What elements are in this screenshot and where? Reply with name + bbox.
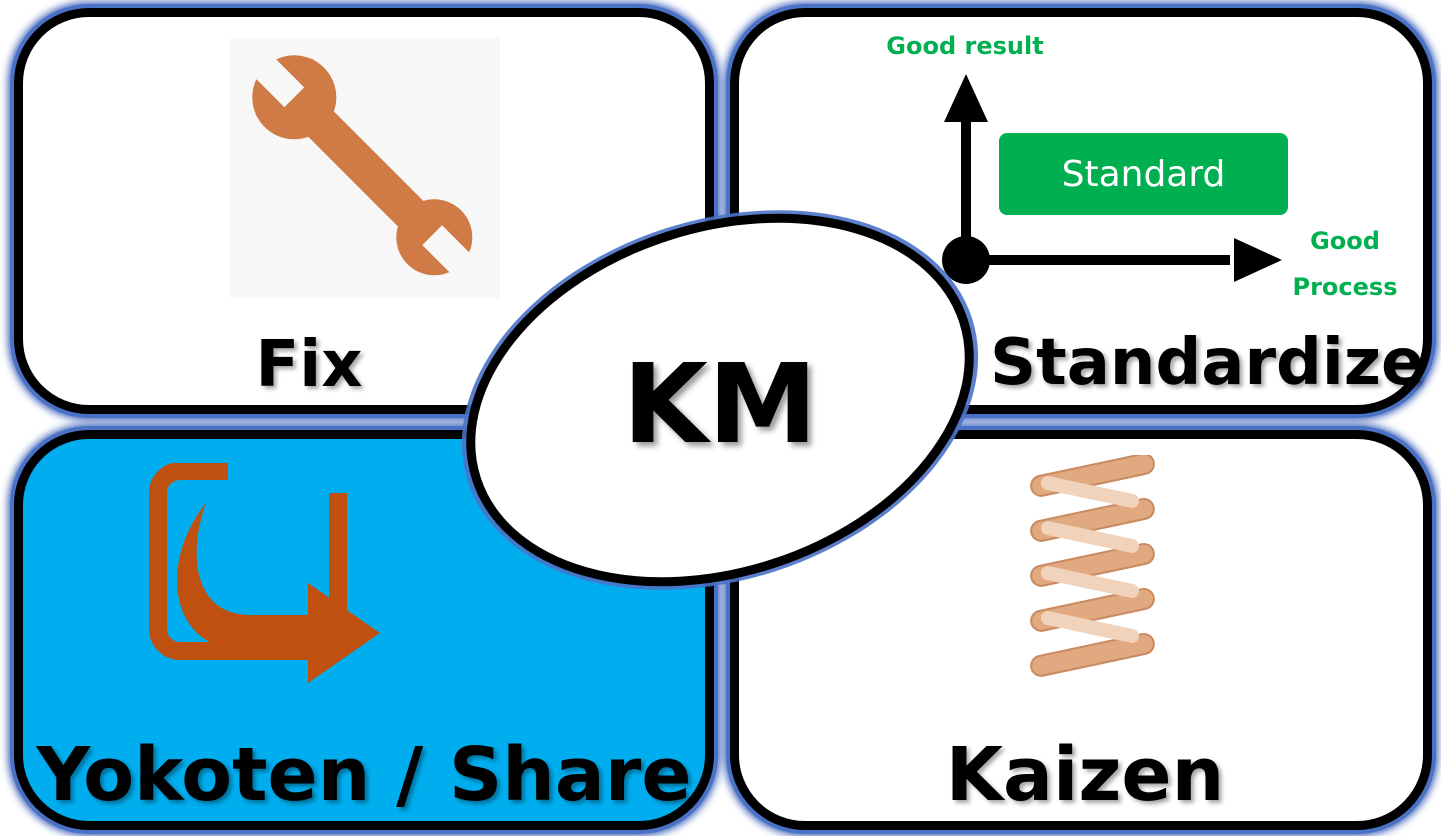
- standard-box: Standard: [999, 133, 1288, 215]
- y-axis-arrowhead: [944, 74, 988, 122]
- km-label: KM: [622, 340, 818, 468]
- standard-chart: [942, 74, 1282, 284]
- x-axis-arrowhead: [1234, 238, 1282, 282]
- x-axis-label: Good Process: [1292, 227, 1398, 301]
- y-axis-label: Good result: [886, 32, 1044, 60]
- yokoten-label: Yokoten / Share: [36, 732, 692, 818]
- share-icon: [149, 463, 380, 683]
- spring-icon: [1030, 455, 1155, 677]
- wrench-icon: [230, 38, 500, 298]
- fix-label: Fix: [255, 328, 363, 402]
- kaizen-label: Kaizen: [945, 732, 1225, 818]
- origin-dot: [942, 236, 990, 284]
- standardize-label: Standardize: [990, 326, 1425, 400]
